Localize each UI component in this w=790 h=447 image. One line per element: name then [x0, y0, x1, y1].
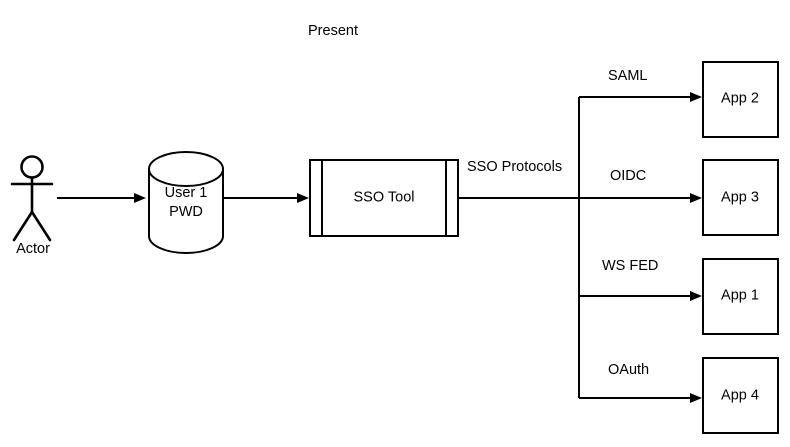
- database-top-ellipse: [148, 151, 224, 187]
- app4-box: [702, 357, 779, 434]
- actor-figure: [10, 155, 54, 242]
- edge-oidc-to-app3-arrowhead: [690, 193, 702, 203]
- edge-database-to-sso-arrowhead: [297, 193, 309, 203]
- app3-label: App 3: [721, 189, 759, 206]
- database-label: User 1 PWD: [164, 185, 208, 220]
- edge-actor-to-database: [57, 193, 146, 203]
- edge-label-saml: SAML: [608, 68, 648, 84]
- database-cylinder: [148, 151, 224, 254]
- edge-database-to-sso: [224, 193, 309, 203]
- edge-saml-to-app2-arrowhead: [690, 92, 702, 102]
- edge-label-ws-fed: WS FED: [602, 258, 659, 274]
- actor-label: Actor: [16, 241, 50, 257]
- app1-box: [702, 258, 779, 335]
- edge-oidc-to-app3: [579, 193, 702, 203]
- actor-right-leg-line: [30, 210, 52, 242]
- edge-actor-to-database-arrowhead: [134, 193, 146, 203]
- edge-wsfed-to-app1: [579, 291, 702, 301]
- sso-tool-outer-rect: [309, 159, 459, 237]
- edge-label-sso-protocols: SSO Protocols: [467, 159, 563, 175]
- edge-oauth-to-app4-arrowhead: [690, 393, 702, 403]
- actor-left-leg-line: [12, 210, 34, 242]
- edge-label-oidc: OIDC: [610, 168, 647, 184]
- app2-box: [702, 61, 779, 138]
- sso-tool-label: SSO Tool: [353, 189, 415, 206]
- app2-label: App 2: [721, 90, 759, 107]
- edge-saml-to-app2: [579, 92, 702, 102]
- database-body: [148, 168, 224, 254]
- diagram-title: Present: [308, 23, 358, 39]
- actor-head-icon: [20, 155, 44, 179]
- app3-box: [702, 159, 779, 236]
- edge-oauth-to-app4: [579, 393, 702, 403]
- edge-wsfed-to-app1-arrowhead: [690, 291, 702, 301]
- sso-tool-node: [309, 159, 459, 237]
- app4-label: App 4: [721, 387, 759, 404]
- edge-label-oauth: OAuth: [608, 362, 650, 378]
- app1-label: App 1: [721, 287, 759, 304]
